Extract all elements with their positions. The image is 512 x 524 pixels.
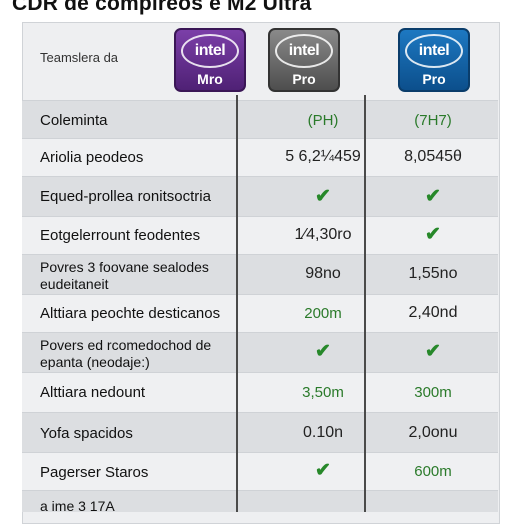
column-variant-label: Mro (197, 70, 223, 87)
row-value-col3: 8,0545θ (404, 148, 462, 165)
row-label: Alttiara peochte desticanos (40, 305, 221, 322)
check-icon: ✔ (315, 341, 331, 362)
table-row: Coleminta (PH) (7H7) (22, 100, 498, 138)
table-row: Povers ed rcomedochod de epanta (neodaje… (22, 332, 498, 372)
intel-logo-column-1: intel Mro (174, 28, 246, 92)
table-row: a ime 3 17A (22, 490, 498, 514)
page-title: CDR de compireos e M2 Ultra (12, 0, 312, 15)
check-icon: ✔ (425, 341, 441, 362)
table-row: Eotgelerrount feodentes 1⁄4,30ro ✔ (22, 216, 498, 254)
table-row: Yofa spacidos 0.10n 2,0onu (22, 412, 498, 452)
row-value-col2: 3,50m (302, 384, 344, 401)
check-icon: ✔ (315, 460, 331, 481)
check-icon: ✔ (425, 224, 441, 245)
row-value-col2: 98no (305, 265, 341, 282)
intel-logo-column-2: intel Pro (268, 28, 340, 92)
table-row: Alttiara nedount 3,50m 300m (22, 372, 498, 412)
intel-logo-mark: intel (181, 33, 239, 68)
check-icon: ✔ (425, 186, 441, 207)
row-value-col2: 0.10n (302, 424, 344, 441)
row-label: Povres 3 foovane sealodes (40, 259, 209, 275)
intel-logo-mark: intel (275, 33, 333, 68)
column-variant-label: Pro (292, 70, 316, 87)
table-row: Ariolia peodeos 5 6,2¼459 8,0545θ (22, 138, 498, 176)
row-value-col2: 1⁄4,30ro (294, 226, 352, 243)
intel-logo-mark: intel (405, 33, 463, 68)
row-label: Yofa spacidos (40, 425, 133, 442)
table-row: Pagerser Staros ✔ 600m (22, 452, 498, 490)
row-value-col2: (PH) (307, 112, 339, 129)
row-label: Ariolia peodeos (40, 149, 144, 166)
check-icon: ✔ (315, 186, 331, 207)
row-label: a ime 3 17A (40, 498, 115, 514)
table-row: Povres 3 foovane sealodes eudeitaneit 98… (22, 254, 498, 294)
row-value-col3: (7H7) (414, 112, 452, 129)
column-divider (236, 95, 238, 512)
row-label: Eotgelerrount feodentes (40, 227, 201, 244)
row-label: Equed-prollea ronitsoctria (40, 188, 211, 205)
row-label: Pagerser Staros (40, 464, 149, 481)
row-value-col3: 2,40nd (408, 304, 458, 321)
row-label: Coleminta (40, 112, 108, 129)
row-label-continued: epanta (neodaje:) (40, 354, 150, 370)
row-label: Alttiara nedount (40, 384, 146, 401)
row-label-continued: eudeitaneit (40, 276, 109, 292)
row-value-col2: 200m (304, 305, 342, 322)
table-row: Alttiara peochte desticanos 200m 2,40nd (22, 294, 498, 332)
row-value-col2: 5 6,2¼459 (285, 148, 361, 165)
column-divider (364, 95, 366, 512)
intel-logo-column-3: intel Pro (398, 28, 470, 92)
header-label: Teamslera da (40, 50, 119, 65)
row-value-col3: 600m (414, 463, 452, 480)
table-row: Equed-prollea ronitsoctria ✔ ✔ (22, 176, 498, 216)
row-label: Povers ed rcomedochod de (40, 337, 212, 353)
column-variant-label: Pro (422, 70, 446, 87)
row-value-col3: 2,0onu (408, 424, 458, 441)
row-value-col3: 1,55no (408, 265, 458, 282)
row-value-col3: 300m (414, 384, 452, 401)
